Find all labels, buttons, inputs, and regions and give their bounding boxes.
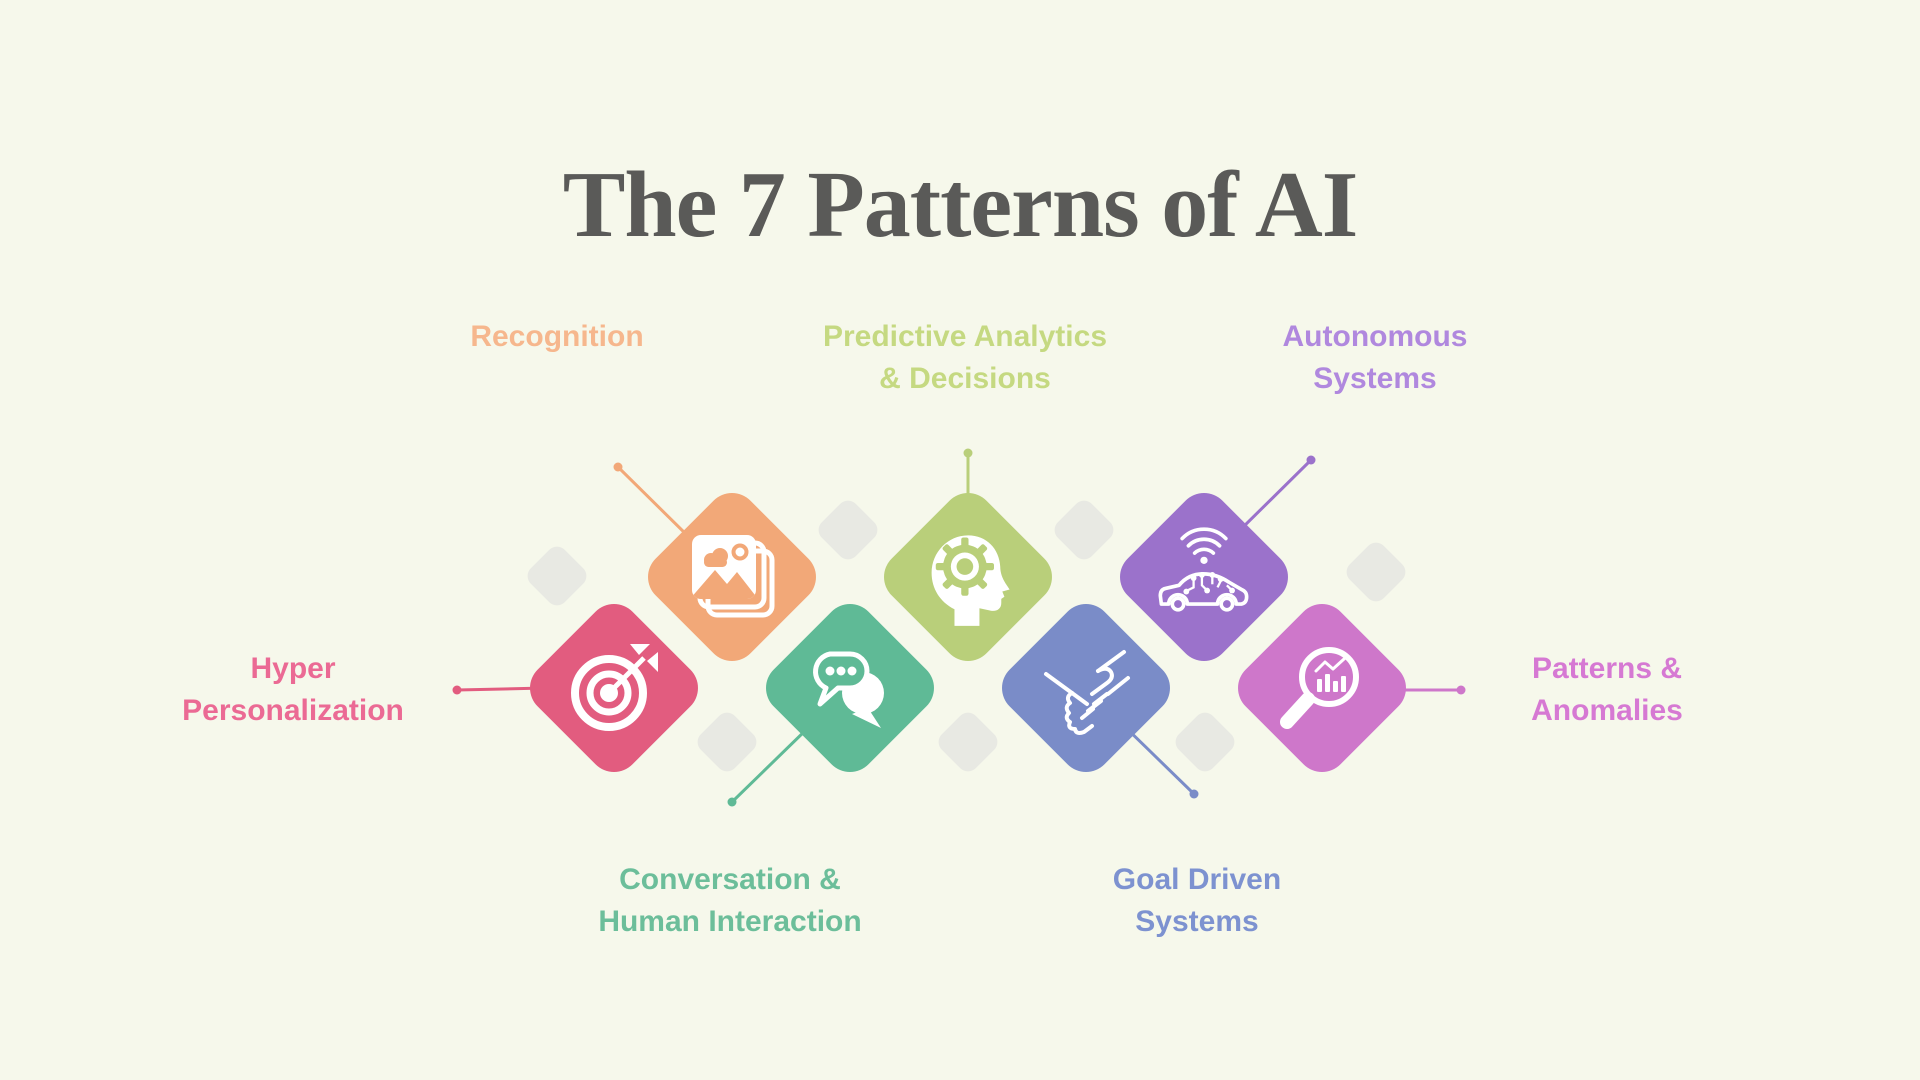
connector-dot xyxy=(963,448,973,458)
chat-bubbles-icon xyxy=(797,635,903,741)
page-title: The 7 Patterns of AI xyxy=(562,152,1359,257)
label-line: Recognition xyxy=(470,320,644,353)
head-gear-icon xyxy=(915,524,1021,630)
label-line: Autonomous xyxy=(1282,320,1468,353)
photo-stack-icon xyxy=(679,524,785,630)
connector-dot xyxy=(727,797,737,807)
diamond-conversation-human-interaction xyxy=(755,593,945,783)
connector-line xyxy=(730,724,812,804)
autonomous-systems-label: Autonomous Systems xyxy=(1283,316,1468,400)
diamond-autonomous-systems xyxy=(1109,482,1299,672)
label-line: Predictive Analytics xyxy=(822,320,1108,353)
label-line: Anomalies xyxy=(1531,694,1683,727)
label-line: Hyper xyxy=(250,652,336,685)
label-line: Personalization xyxy=(182,694,404,727)
connector-dot xyxy=(1456,685,1466,695)
connector-dot xyxy=(1306,455,1316,465)
connector-dot xyxy=(613,462,623,472)
handshake-icon xyxy=(1033,635,1139,741)
label-line: & Decisions xyxy=(879,362,1051,395)
label-line: Human Interaction xyxy=(598,905,862,938)
label-line: Systems xyxy=(1135,905,1259,938)
label-line: Goal Driven xyxy=(1112,863,1282,896)
label-line: Systems xyxy=(1313,362,1437,395)
connector-dot xyxy=(452,685,462,695)
goal-driven-systems-label: Goal Driven Systems xyxy=(1113,859,1281,943)
magnifier-chart-icon xyxy=(1269,635,1375,741)
patterns-anomalies-label: Patterns & Anomalies xyxy=(1531,648,1683,732)
recognition-label: Recognition xyxy=(470,316,643,358)
diamond-hyper-personalization xyxy=(519,593,709,783)
diamond-goal-driven-systems xyxy=(991,593,1181,783)
diamond-patterns-anomalies xyxy=(1227,593,1417,783)
predictive-analytics-decisions-label: Predictive Analytics & Decisions xyxy=(823,316,1107,400)
connector-dot xyxy=(1189,789,1199,799)
hyper-personalization-label: Hyper Personalization xyxy=(182,648,404,732)
connector-line xyxy=(1233,458,1313,537)
label-line: Patterns & xyxy=(1531,652,1683,685)
label-line: Conversation & xyxy=(619,863,841,896)
diamond-recognition xyxy=(637,482,827,672)
car-circuit-icon xyxy=(1151,524,1257,630)
conversation-human-interaction-label: Conversation & Human Interaction xyxy=(598,859,861,943)
diamond-predictive-analytics-decisions xyxy=(873,482,1063,672)
target-icon xyxy=(561,635,667,741)
